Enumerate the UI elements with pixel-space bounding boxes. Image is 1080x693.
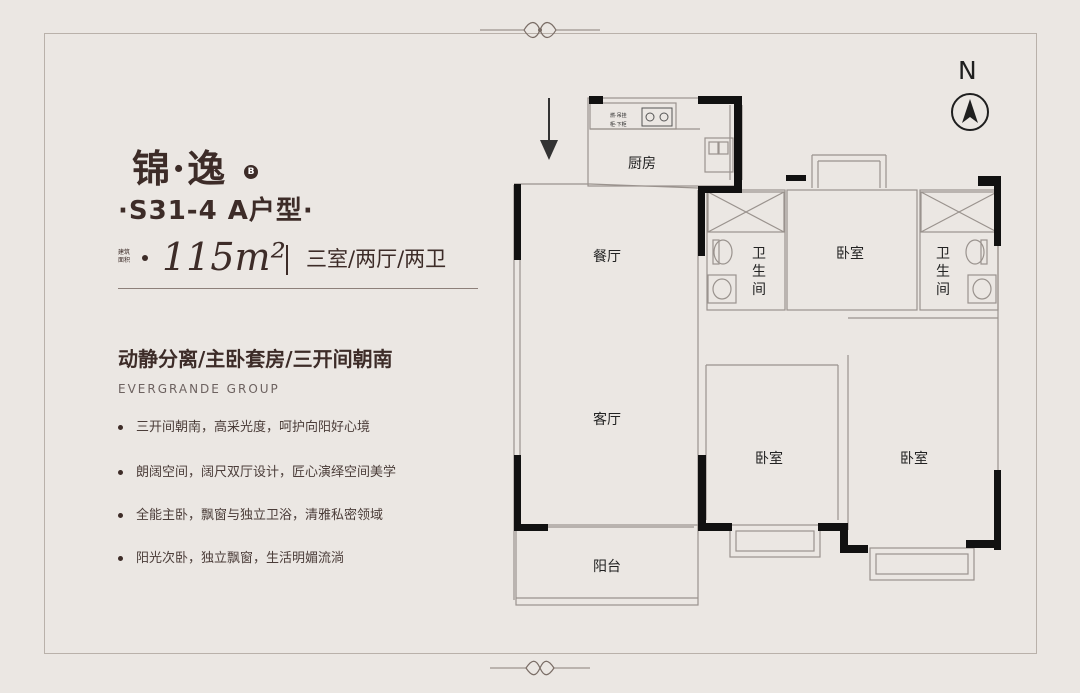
kitchen-cabinet-label-top: 燃·吊挂 xyxy=(610,113,627,119)
bullet-icon xyxy=(118,425,123,430)
area-dot xyxy=(142,255,148,261)
north-letter: N xyxy=(958,56,977,85)
room-label-bedroom-middle: 卧室 xyxy=(755,451,783,467)
divider-line xyxy=(118,288,478,289)
project-title: 锦·逸 xyxy=(132,146,228,191)
bullet-icon xyxy=(118,513,123,518)
bullet-icon xyxy=(118,470,123,475)
room-count: 三室/两厅/两卫 xyxy=(306,247,447,271)
room-label-bedroom-north: 卧室 xyxy=(836,246,864,262)
area-row: 建筑 面积 115m² 三室/两厅/两卫 xyxy=(118,235,488,283)
feature-item: 全能主卧，飘窗与独立卫浴，清雅私密领域 xyxy=(118,504,383,523)
kitchen-cabinet-label-bottom: 柜·下柜 xyxy=(610,122,627,128)
bottom-ornament-icon xyxy=(490,660,590,676)
title-badge: B xyxy=(244,165,258,179)
room-label-bedroom-master: 卧室 xyxy=(900,451,928,467)
brand-name: EVERGRANDE GROUP xyxy=(118,382,280,396)
room-label-kitchen: 厨房 xyxy=(628,156,656,172)
poster-frame xyxy=(44,33,1037,654)
floor-plan xyxy=(513,96,1001,606)
feature-item: 三开间朝南，高采光度，呵护向阳好心境 xyxy=(118,416,370,435)
bullet-icon xyxy=(118,556,123,561)
room-label-bath-left: 卫生间 xyxy=(752,246,766,298)
area-tag: 建筑 面积 xyxy=(118,249,131,264)
area-value: 115m² xyxy=(162,235,286,279)
tagline: 动静分离/主卧套房/三开间朝南 xyxy=(118,347,393,371)
unit-model: ·S31-4 A户型· xyxy=(118,196,314,226)
compass-icon xyxy=(951,93,989,131)
room-label-dining: 餐厅 xyxy=(593,249,621,265)
room-label-bath-right: 卫生间 xyxy=(936,246,950,298)
area-separator xyxy=(286,245,288,275)
room-label-living: 客厅 xyxy=(593,412,621,428)
room-label-balcony: 阳台 xyxy=(593,559,621,575)
top-ornament-icon xyxy=(480,21,600,39)
feature-item: 朗阔空间，阔尺双厅设计，匠心演绎空间美学 xyxy=(118,461,396,480)
feature-item: 阳光次卧，独立飘窗，生活明媚流淌 xyxy=(118,547,344,566)
